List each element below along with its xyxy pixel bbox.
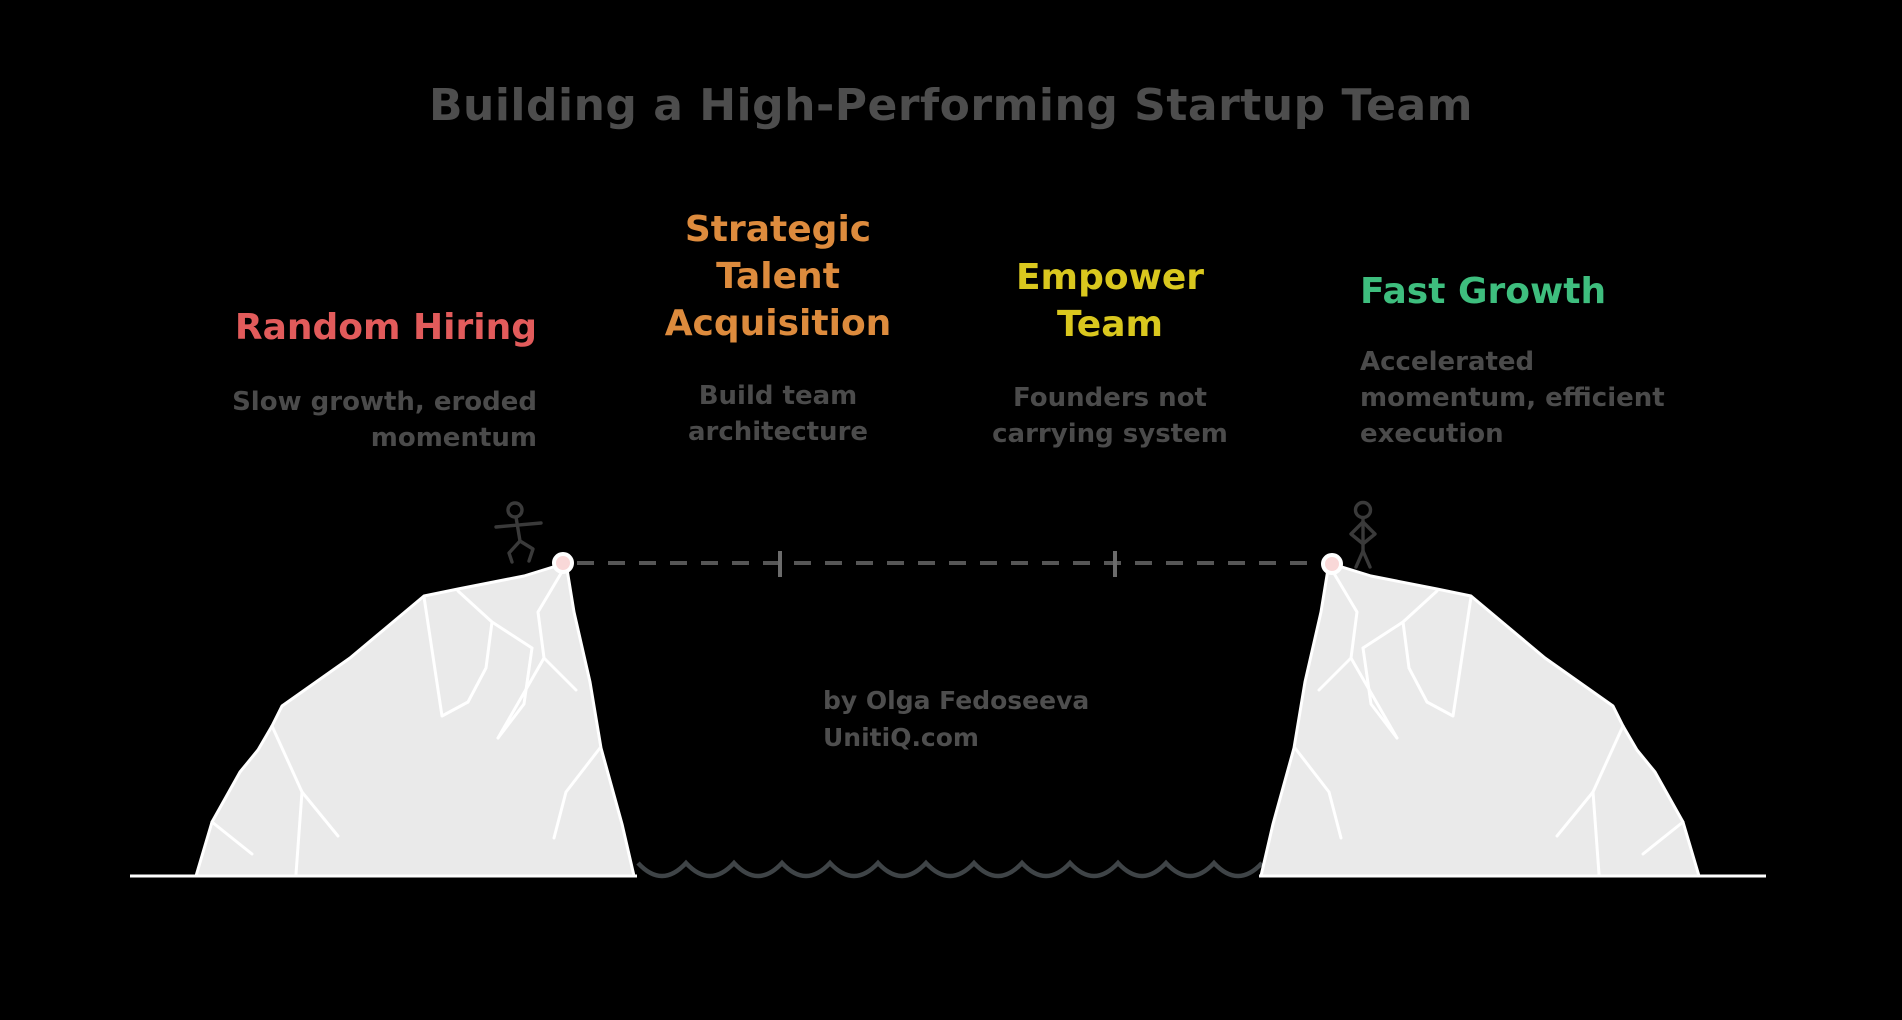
- stage-empower-team: Empower Team Founders not carrying syste…: [980, 254, 1240, 452]
- stage-description: Accelerated momentum, efficient executio…: [1360, 347, 1665, 449]
- stage-label: Random Hiring: [234, 307, 537, 348]
- stage-label: Fast Growth: [1360, 271, 1607, 312]
- stage-description: Founders not carrying system: [992, 383, 1228, 449]
- left-cliff-icon: [194, 561, 636, 878]
- stage-random-hiring: Random Hiring Slow growth, eroded moment…: [197, 304, 537, 456]
- stage-fast-growth: Fast Growth Accelerated momentum, effici…: [1360, 268, 1682, 452]
- stage-label: Strategic Talent Acquisition: [664, 209, 892, 344]
- stage-strategic-talent-acquisition: Strategic Talent Acquisition Build team …: [648, 206, 908, 450]
- walking-figure-icon: [494, 501, 543, 564]
- stage-label: Empower Team: [1015, 257, 1205, 345]
- attribution: by Olga Fedoseeva UnitiQ.com: [823, 682, 1089, 756]
- stage-description: Build team architecture: [687, 381, 869, 447]
- attribution-byline: by Olga Fedoseeva: [823, 686, 1090, 715]
- attribution-site: UnitiQ.com: [823, 723, 979, 752]
- stage-description: Slow growth, eroded momentum: [232, 387, 537, 453]
- standing-figure-icon: [1349, 500, 1377, 569]
- page-title: Building a High-Performing Startup Team: [428, 80, 1473, 131]
- anchor-point-left-icon: [552, 552, 574, 574]
- right-cliff-icon: [1259, 561, 1701, 878]
- anchor-point-right-icon: [1321, 553, 1343, 575]
- water-waves-icon: [636, 859, 1264, 879]
